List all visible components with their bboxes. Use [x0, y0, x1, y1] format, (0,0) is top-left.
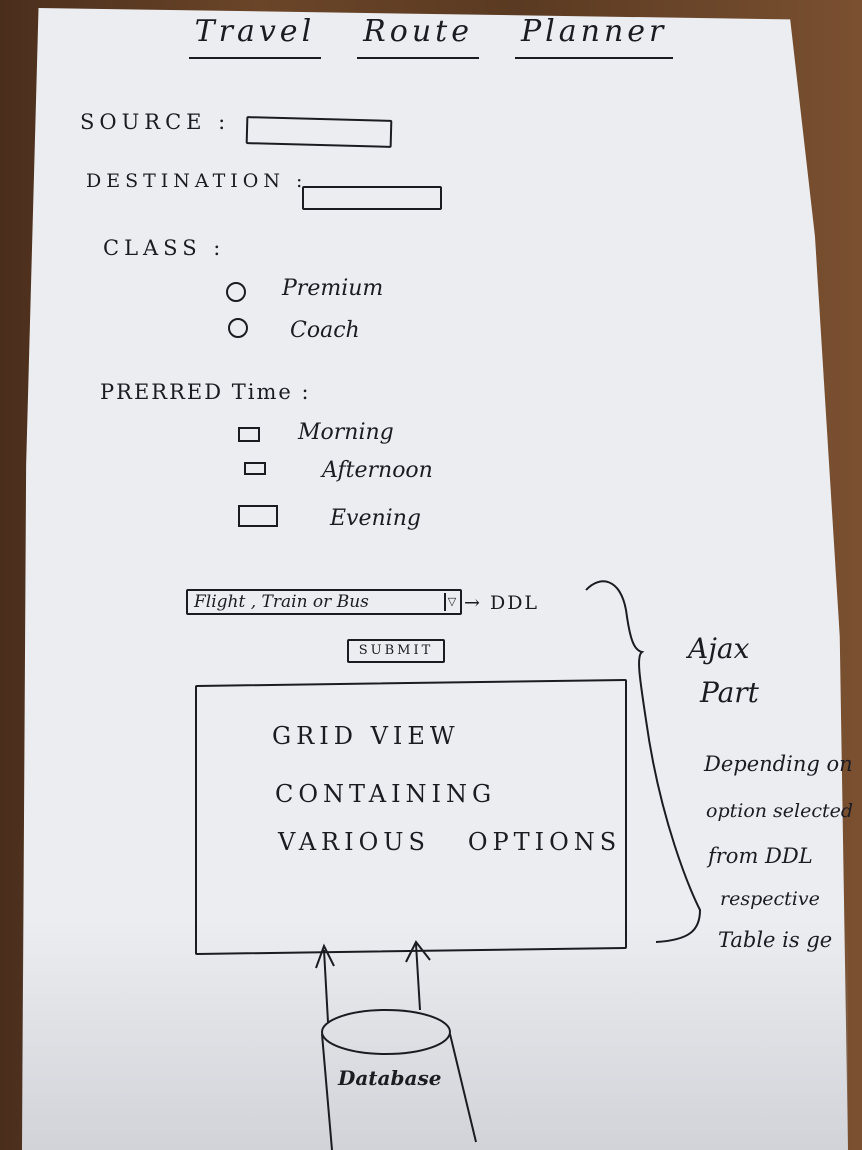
- transport-dropdown[interactable]: Flight , Train or Bus ▽: [186, 589, 462, 615]
- ajax-note-line: Depending on: [704, 752, 853, 776]
- ajax-brace: [585, 580, 702, 943]
- ajax-note-line: from DDL: [708, 844, 813, 868]
- radio-premium[interactable]: [226, 282, 246, 302]
- radio-coach[interactable]: [228, 318, 248, 338]
- db-arrow-up: [405, 940, 431, 1011]
- db-arrow-up: [315, 943, 335, 1023]
- paper-sheet: [22, 8, 848, 1150]
- ajax-heading: Part: [700, 676, 759, 709]
- destination-label: DESTINATION :: [86, 170, 308, 192]
- class-option-premium: Premium: [282, 276, 384, 301]
- source-label: SOURCE :: [80, 110, 231, 134]
- ajax-note-line: option selected: [706, 800, 854, 822]
- time-option-evening: Evening: [330, 506, 421, 531]
- destination-input[interactable]: [302, 186, 442, 210]
- title-word: Travel: [188, 14, 322, 59]
- database-body: [321, 1033, 477, 1150]
- class-option-coach: Coach: [290, 318, 360, 343]
- time-option-afternoon: Afternoon: [322, 458, 433, 483]
- ddl-note: → DDL: [464, 592, 540, 614]
- title-word: Planner: [514, 14, 674, 59]
- time-label: PRERRED Time :: [100, 380, 311, 404]
- database-label: Database: [338, 1066, 442, 1090]
- grid-text-line: CONTAINING: [275, 780, 497, 808]
- page-title: Travel Route Planner: [0, 14, 862, 59]
- title-word: Route: [357, 14, 479, 59]
- class-label: CLASS :: [103, 236, 226, 260]
- ajax-heading: Ajax: [688, 632, 750, 665]
- checkbox-afternoon[interactable]: [244, 462, 266, 475]
- submit-button[interactable]: SUBMIT: [347, 639, 445, 663]
- checkbox-morning[interactable]: [238, 427, 260, 442]
- checkbox-evening[interactable]: [238, 505, 278, 527]
- database-top: [321, 1009, 451, 1055]
- time-option-morning: Morning: [298, 420, 394, 445]
- ajax-note-line: Table is ge: [718, 928, 833, 952]
- dropdown-arrow-icon[interactable]: ▽: [444, 593, 458, 611]
- ajax-note-line: respective: [720, 888, 820, 910]
- dropdown-value: Flight , Train or Bus: [194, 592, 369, 612]
- grid-text-line: VARIOUS OPTIONS: [278, 828, 622, 856]
- paper-shadow: [22, 920, 848, 1150]
- grid-text-line: GRID VIEW: [272, 722, 460, 750]
